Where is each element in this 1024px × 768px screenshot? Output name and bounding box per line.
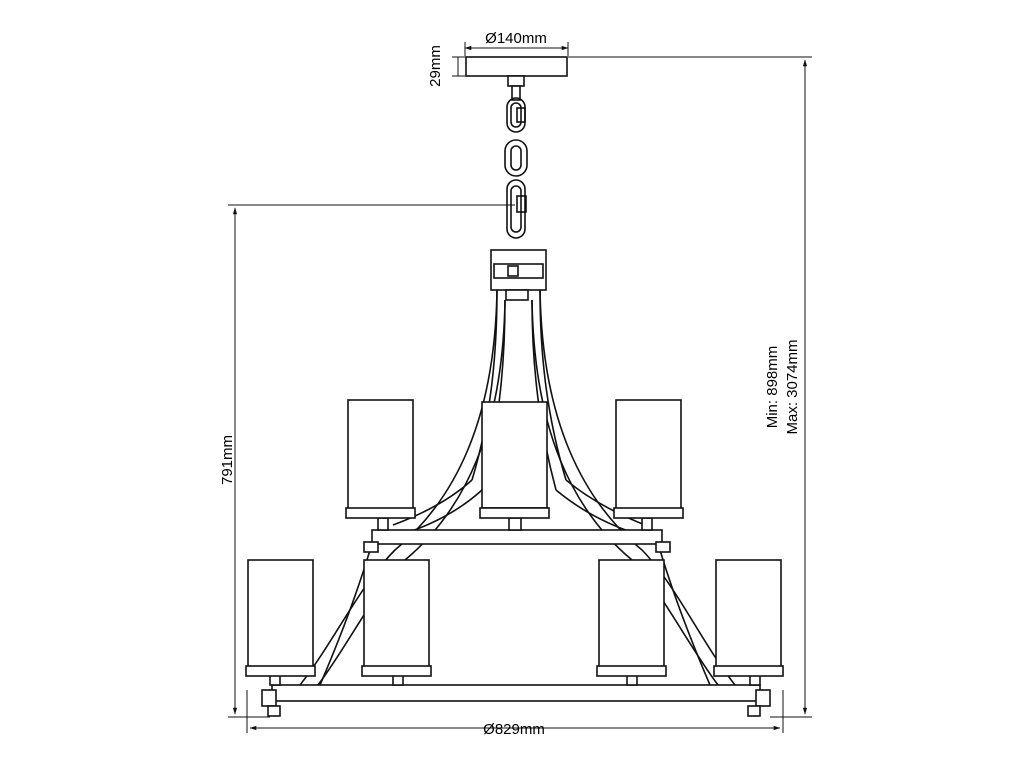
lower-shade-far-right [713,559,784,677]
lower-shade-left [361,559,432,677]
lower-shade-right [596,559,667,677]
body-height-label: 791mm [219,435,236,485]
overall-min-label: Min: 898mm [764,346,781,429]
canopy-height-dimension: 29mm [427,45,470,87]
top-hub [490,249,547,301]
lower-ring [261,674,771,717]
overall-height-dimension: Min: 898mm Max: 3074mm [568,56,812,718]
overall-max-label: Max: 3074mm [784,339,801,434]
overall-diameter-dimension: Ø829mm [246,690,784,738]
upper-shade-right [613,399,684,519]
upper-ring [363,517,671,553]
canopy-diameter-label: Ø140mm [485,30,547,47]
body-height-dimension: 791mm [219,204,515,718]
upper-shade-left [345,399,416,519]
suspension-chain [504,97,528,239]
canopy-height-label: 29mm [427,45,444,87]
ceiling-canopy [465,56,568,101]
lower-shade-far-left [245,559,316,677]
canopy-diameter-dimension: Ø140mm [464,30,569,56]
upper-shade-center [479,401,550,519]
overall-diameter-label: Ø829mm [483,721,545,738]
